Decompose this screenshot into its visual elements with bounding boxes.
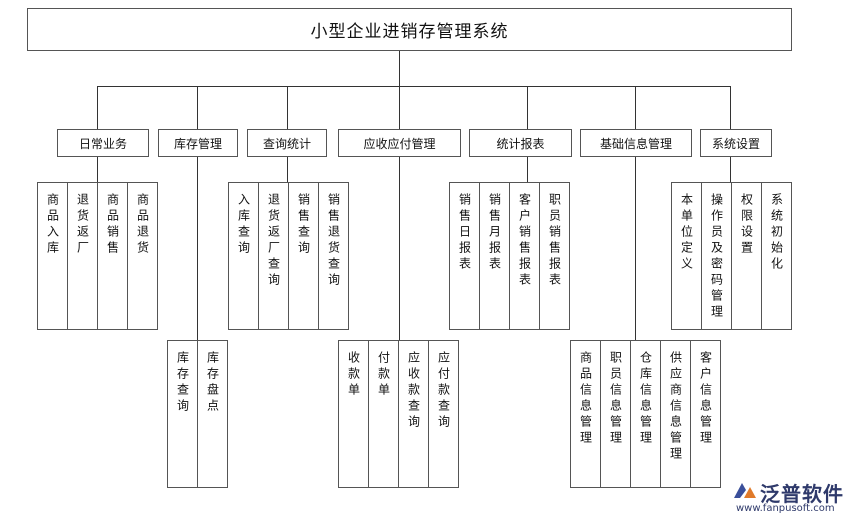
trunk-line bbox=[399, 51, 400, 86]
category-daily: 日常业务 bbox=[57, 129, 149, 157]
logo-url: www.fanpusoft.com bbox=[736, 503, 835, 514]
drop-line-1 bbox=[97, 86, 98, 129]
leaf-settings-4: 系统初始化 bbox=[761, 182, 792, 330]
leaf-query-1: 入库查询 bbox=[228, 182, 259, 330]
drop-line-7 bbox=[730, 86, 731, 129]
leaf-query-3: 销售查询 bbox=[288, 182, 319, 330]
leaf-arap-1: 收款单 bbox=[338, 340, 369, 488]
leaf-reports-3: 客户销售报表 bbox=[509, 182, 540, 330]
leaf-basic-2: 职员信息管理 bbox=[600, 340, 631, 488]
fanpu-logo: 泛普软件 www.fanpusoft.com bbox=[732, 478, 854, 518]
category-stock: 库存管理 bbox=[158, 129, 238, 157]
leaf-basic-3: 仓库信息管理 bbox=[630, 340, 661, 488]
leaf-basic-5: 客户信息管理 bbox=[690, 340, 721, 488]
top-horizontal-line bbox=[97, 86, 730, 87]
drop-line-4 bbox=[399, 86, 400, 129]
leaf-arap-2: 付款单 bbox=[368, 340, 399, 488]
leaf-settings-1: 本单位定义 bbox=[671, 182, 702, 330]
leaf-basic-1: 商品信息管理 bbox=[570, 340, 601, 488]
leaf-settings-2: 操作员及密码管理 bbox=[701, 182, 732, 330]
leaf-daily-2: 退货返厂 bbox=[67, 182, 98, 330]
category-basic: 基础信息管理 bbox=[580, 129, 692, 157]
sub-line-stock bbox=[197, 157, 198, 340]
leaf-daily-1: 商品入库 bbox=[37, 182, 68, 330]
sub-line-reports bbox=[527, 157, 528, 182]
leaf-query-2: 退货返厂查询 bbox=[258, 182, 289, 330]
sub-line-query bbox=[287, 157, 288, 182]
leaf-daily-3: 商品销售 bbox=[97, 182, 128, 330]
leaf-daily-4: 商品退货 bbox=[127, 182, 158, 330]
leaf-arap-3: 应收款查询 bbox=[398, 340, 429, 488]
leaf-settings-3: 权限设置 bbox=[731, 182, 762, 330]
leaf-query-4: 销售退货查询 bbox=[318, 182, 349, 330]
drop-line-3 bbox=[287, 86, 288, 129]
category-query: 查询统计 bbox=[247, 129, 327, 157]
leaf-reports-4: 职员销售报表 bbox=[539, 182, 570, 330]
sub-line-daily bbox=[97, 157, 98, 182]
leaf-stock-2: 库存盘点 bbox=[197, 340, 228, 488]
category-settings: 系统设置 bbox=[700, 129, 772, 157]
sub-line-basic bbox=[635, 157, 636, 340]
system-title: 小型企业进销存管理系统 bbox=[27, 8, 792, 51]
leaf-arap-4: 应付款查询 bbox=[428, 340, 459, 488]
leaf-reports-1: 销售日报表 bbox=[449, 182, 480, 330]
sub-line-settings bbox=[730, 157, 731, 182]
logo-name: 泛普软件 bbox=[760, 482, 844, 506]
category-ar-ap: 应收应付管理 bbox=[338, 129, 461, 157]
leaf-basic-4: 供应商信息管理 bbox=[660, 340, 691, 488]
leaf-stock-1: 库存查询 bbox=[167, 340, 198, 488]
drop-line-6 bbox=[635, 86, 636, 129]
sub-line-arap bbox=[399, 157, 400, 340]
category-reports: 统计报表 bbox=[469, 129, 572, 157]
logo-mark-icon bbox=[734, 483, 756, 498]
leaf-reports-2: 销售月报表 bbox=[479, 182, 510, 330]
drop-line-2 bbox=[197, 86, 198, 129]
drop-line-5 bbox=[527, 86, 528, 129]
